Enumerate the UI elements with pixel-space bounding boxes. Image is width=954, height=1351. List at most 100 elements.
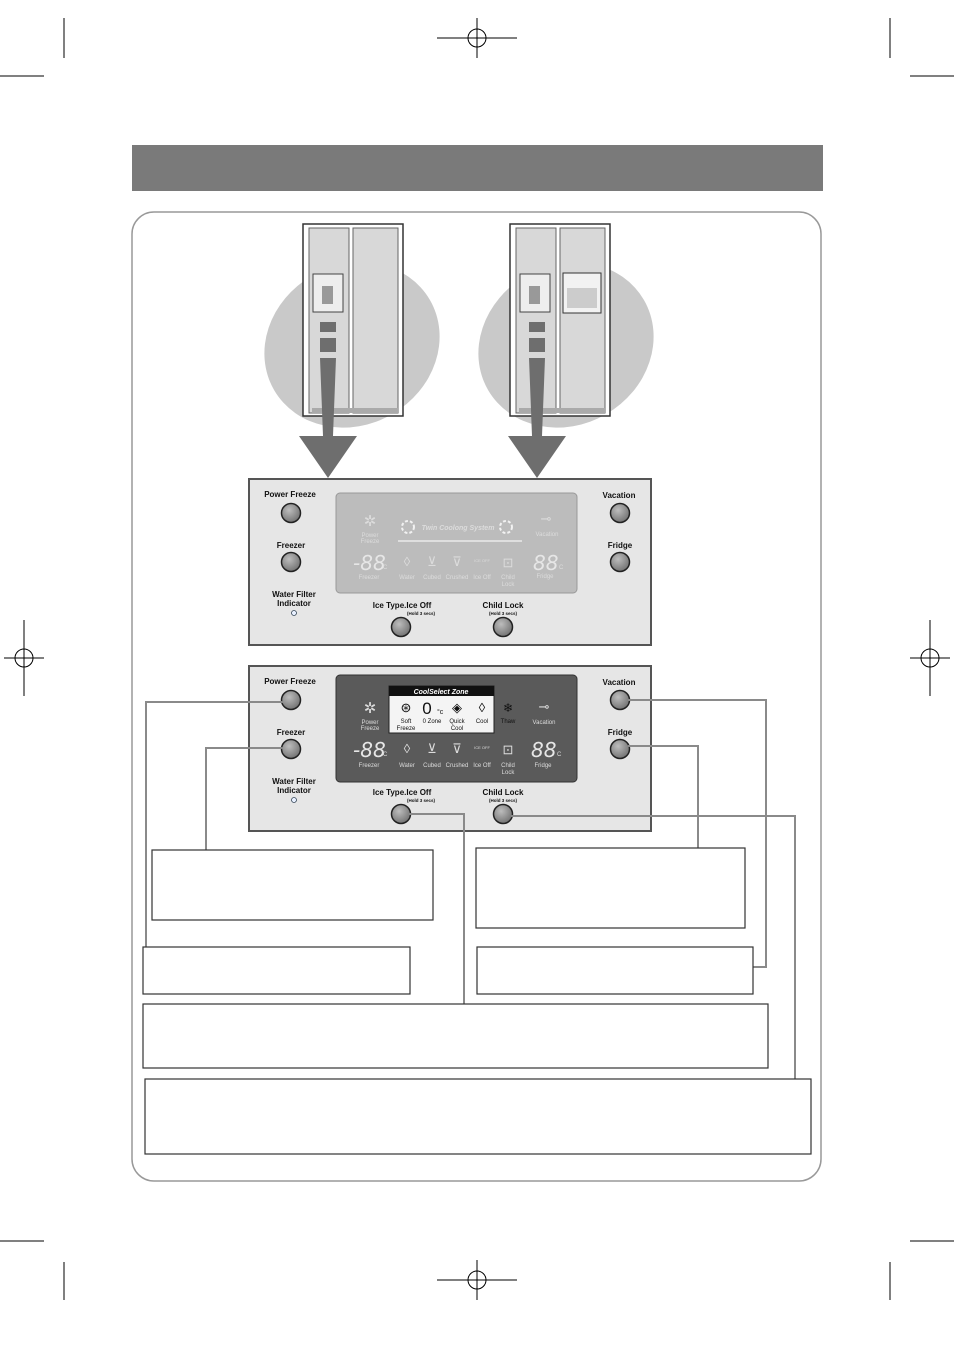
ice-type-button-a[interactable] xyxy=(390,616,412,638)
ice-type-button-b[interactable] xyxy=(390,803,412,825)
child-lock-button-a[interactable] xyxy=(492,616,514,638)
crushed-icon: ⊽ xyxy=(452,554,462,569)
fridge-illustration-left xyxy=(302,223,404,417)
snowflake-icon: ✲ xyxy=(364,700,377,717)
svg-text:C: C xyxy=(383,752,388,758)
label-ice-hold-b: (Hold 3 secs) xyxy=(407,798,436,803)
label-child-lock-b: Child Lock xyxy=(483,788,524,797)
svg-text:Power: Power xyxy=(361,533,378,539)
svg-text:CoolSelect Zone: CoolSelect Zone xyxy=(414,689,469,696)
arrow-right xyxy=(508,322,566,478)
coolselect-zone-title-bar xyxy=(389,686,494,696)
crop-marks xyxy=(0,18,954,1300)
cool-drop-icon: ◊ xyxy=(479,700,486,715)
snowflake-icon: ✲ xyxy=(364,513,377,530)
vacation-button-b[interactable] xyxy=(609,689,631,711)
svg-text:C: C xyxy=(559,565,564,571)
display-a-content: ✲ Power Freeze Twin Coolong System ⊸ Vac… xyxy=(353,511,564,588)
svg-text:Ice Off: Ice Off xyxy=(473,575,491,581)
svg-text:-88: -88 xyxy=(353,738,386,762)
water-filter-led-a xyxy=(291,610,297,616)
fridge-illustration-right xyxy=(509,223,611,417)
svg-text:C: C xyxy=(383,565,388,571)
vacation-plug-icon: ⊸ xyxy=(541,511,552,526)
water-icon: ◊ xyxy=(404,741,411,756)
cubed-icon: ⊻ xyxy=(427,554,437,569)
svg-text:Cool: Cool xyxy=(476,719,488,725)
svg-text:-88: -88 xyxy=(353,551,386,575)
soft-freeze-icon: ⊛ xyxy=(401,700,412,715)
label-water-filter-b: Water Filter xyxy=(272,777,316,786)
callout-box-vacation xyxy=(476,946,754,995)
label-water-filter-a: Water Filter xyxy=(272,590,316,599)
label-child-hold-b: (Hold 3 secs) xyxy=(489,798,518,803)
label-power-freeze-b: Power Freeze xyxy=(264,677,316,686)
callout-box-power-freeze xyxy=(142,946,411,995)
child-lock-button-b[interactable] xyxy=(492,803,514,825)
power-freeze-button-a[interactable] xyxy=(280,502,302,524)
power-freeze-button-b[interactable] xyxy=(280,689,302,711)
svg-text:Water: Water xyxy=(399,575,415,581)
svg-text:Cubed: Cubed xyxy=(423,763,441,769)
svg-text:Vacation: Vacation xyxy=(533,720,556,726)
cubed-icon: ⊻ xyxy=(427,741,437,756)
svg-text:Ice Off: Ice Off xyxy=(473,763,491,769)
lock-icon: ⊡ xyxy=(503,742,514,757)
svg-text:Freeze: Freeze xyxy=(361,726,380,732)
label-ice-type-b: Ice Type.Ice Off xyxy=(373,788,432,797)
callout-box-child-lock xyxy=(144,1078,812,1155)
vacation-button-a[interactable] xyxy=(609,502,631,524)
svg-text:88: 88 xyxy=(531,738,556,762)
freezer-button-b[interactable] xyxy=(280,738,302,760)
fridge-button-b[interactable] xyxy=(609,738,631,760)
label-fridge-b: Fridge xyxy=(608,728,633,737)
label-water-filter-indicator-a: Indicator xyxy=(277,599,311,608)
svg-text:Crushed: Crushed xyxy=(446,575,469,581)
water-icon: ◊ xyxy=(404,554,411,569)
svg-text:Child: Child xyxy=(501,575,515,581)
svg-text:ICE OFF: ICE OFF xyxy=(474,745,490,750)
quick-cool-icon: ◈ xyxy=(452,700,462,715)
header-bar xyxy=(132,145,823,191)
vacation-plug-icon: ⊸ xyxy=(539,699,550,714)
label-child-lock-a: Child Lock xyxy=(483,601,524,610)
svg-text:Vacation: Vacation xyxy=(536,532,559,538)
display-b-content: CoolSelect Zone ⊛ Soft Freeze 0 °c 0 Zon… xyxy=(353,685,562,776)
label-vacation-a: Vacation xyxy=(603,491,636,500)
callout-box-fridge xyxy=(475,847,746,929)
svg-text:Crushed: Crushed xyxy=(446,763,469,769)
svg-text:°c: °c xyxy=(437,708,444,716)
svg-text:0: 0 xyxy=(422,699,431,718)
svg-text:ICE OFF: ICE OFF xyxy=(474,558,490,563)
label-power-freeze-a: Power Freeze xyxy=(264,490,316,499)
crushed-icon: ⊽ xyxy=(452,741,462,756)
label-freezer-a: Freezer xyxy=(277,541,305,550)
svg-text:Freezer: Freezer xyxy=(359,763,380,769)
arrow-left xyxy=(299,322,357,478)
svg-text:Soft: Soft xyxy=(401,719,412,725)
label-child-hold-a: (Hold 3 secs) xyxy=(489,611,518,616)
freezer-button-a[interactable] xyxy=(280,551,302,573)
svg-text:Quick: Quick xyxy=(449,719,465,725)
svg-text:Freezer: Freezer xyxy=(359,575,380,581)
label-fridge-a: Fridge xyxy=(608,541,633,550)
label-water-filter-indicator-b: Indicator xyxy=(277,786,311,795)
svg-text:Lock: Lock xyxy=(502,770,516,776)
water-filter-led-b xyxy=(291,797,297,803)
svg-text:Child: Child xyxy=(501,763,515,769)
display-a xyxy=(335,492,578,594)
lock-icon: ⊡ xyxy=(503,555,514,570)
fridge-button-a[interactable] xyxy=(609,551,631,573)
svg-text:Thaw: Thaw xyxy=(501,719,516,725)
svg-text:Water: Water xyxy=(399,763,415,769)
svg-text:Power: Power xyxy=(361,720,378,726)
svg-text:Fridge: Fridge xyxy=(536,574,554,580)
svg-text:0 Zone: 0 Zone xyxy=(423,719,442,725)
label-vacation-b: Vacation xyxy=(603,678,636,687)
callout-box-ice-type xyxy=(142,1003,769,1069)
label-ice-hold-a: (Hold 3 secs) xyxy=(407,611,436,616)
thaw-icon: ❄ xyxy=(503,701,513,715)
svg-text:Cool: Cool xyxy=(451,726,463,732)
svg-text:88: 88 xyxy=(533,551,558,575)
